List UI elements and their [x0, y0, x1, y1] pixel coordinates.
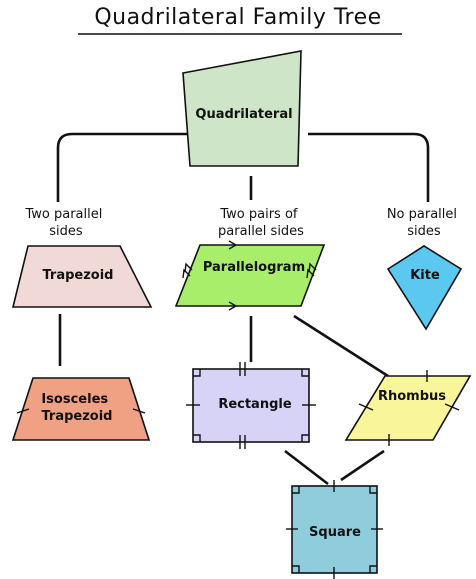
quadrilateral-shape — [182, 50, 302, 167]
node-trapezoid: Trapezoid — [11, 245, 153, 308]
parallelogram-shape — [174, 244, 326, 307]
edge-label-two-pairs-line2: parallel sides — [218, 224, 304, 239]
square-label: Square — [309, 525, 361, 540]
rhombus-side-marks — [358, 370, 460, 446]
node-isosceles-trapezoid: Isosceles Trapezoid — [11, 377, 151, 441]
rectangle-shape — [192, 368, 310, 443]
quadrilateral-label: Quadrilateral — [195, 107, 292, 122]
node-rectangle: Rectangle — [186, 362, 316, 449]
edge-label-no-parallel: No parallel sides — [387, 207, 461, 239]
rectangle-label: Rectangle — [218, 397, 292, 412]
edge-label-two-pairs-line1: Two pairs of — [219, 207, 298, 222]
node-quadrilateral: Quadrilateral — [182, 50, 302, 167]
kite-shape — [386, 245, 463, 331]
connector-rhombus-square — [340, 449, 385, 482]
trapezoid-shape — [11, 245, 153, 308]
isosceles-trapezoid-label: Isosceles Trapezoid — [41, 392, 112, 424]
parallelogram-label: Parallelogram — [203, 260, 305, 275]
square-right-angle-marks — [292, 486, 377, 573]
connector-quad-right — [308, 132, 430, 202]
edge-label-two-pairs: Two pairs of parallel sides — [218, 207, 304, 239]
node-square: Square — [286, 480, 383, 579]
trapezoid-label: Trapezoid — [42, 268, 113, 283]
connectors — [56, 132, 430, 486]
node-rhombus: Rhombus — [344, 370, 472, 446]
isosceles-trapezoid-shape — [11, 377, 151, 441]
rectangle-right-angle-marks — [193, 369, 309, 442]
congruent-leg-marks — [16, 408, 146, 414]
node-kite: Kite — [386, 245, 463, 331]
square-side-marks — [286, 480, 383, 579]
edge-label-two-parallel-line1: Two parallel — [24, 207, 102, 222]
connector-rect-square — [284, 449, 329, 486]
rhombus-label: Rhombus — [378, 389, 446, 404]
connector-para-rhombus — [293, 314, 389, 378]
parallel-arrow-marks — [182, 240, 317, 311]
rhombus-shape — [344, 375, 472, 441]
edge-label-no-parallel-line2: sides — [407, 224, 441, 239]
edge-label-no-parallel-line1: No parallel — [387, 207, 457, 222]
connector-quad-left — [56, 132, 190, 202]
edge-label-two-parallel: Two parallel sides — [24, 207, 106, 239]
rectangle-side-marks — [186, 362, 316, 449]
kite-label: Kite — [410, 268, 440, 283]
node-parallelogram: Parallelogram — [174, 240, 326, 311]
diagram-title: Quadrilateral Family Tree — [94, 5, 381, 30]
edge-label-two-parallel-line2: sides — [49, 224, 83, 239]
